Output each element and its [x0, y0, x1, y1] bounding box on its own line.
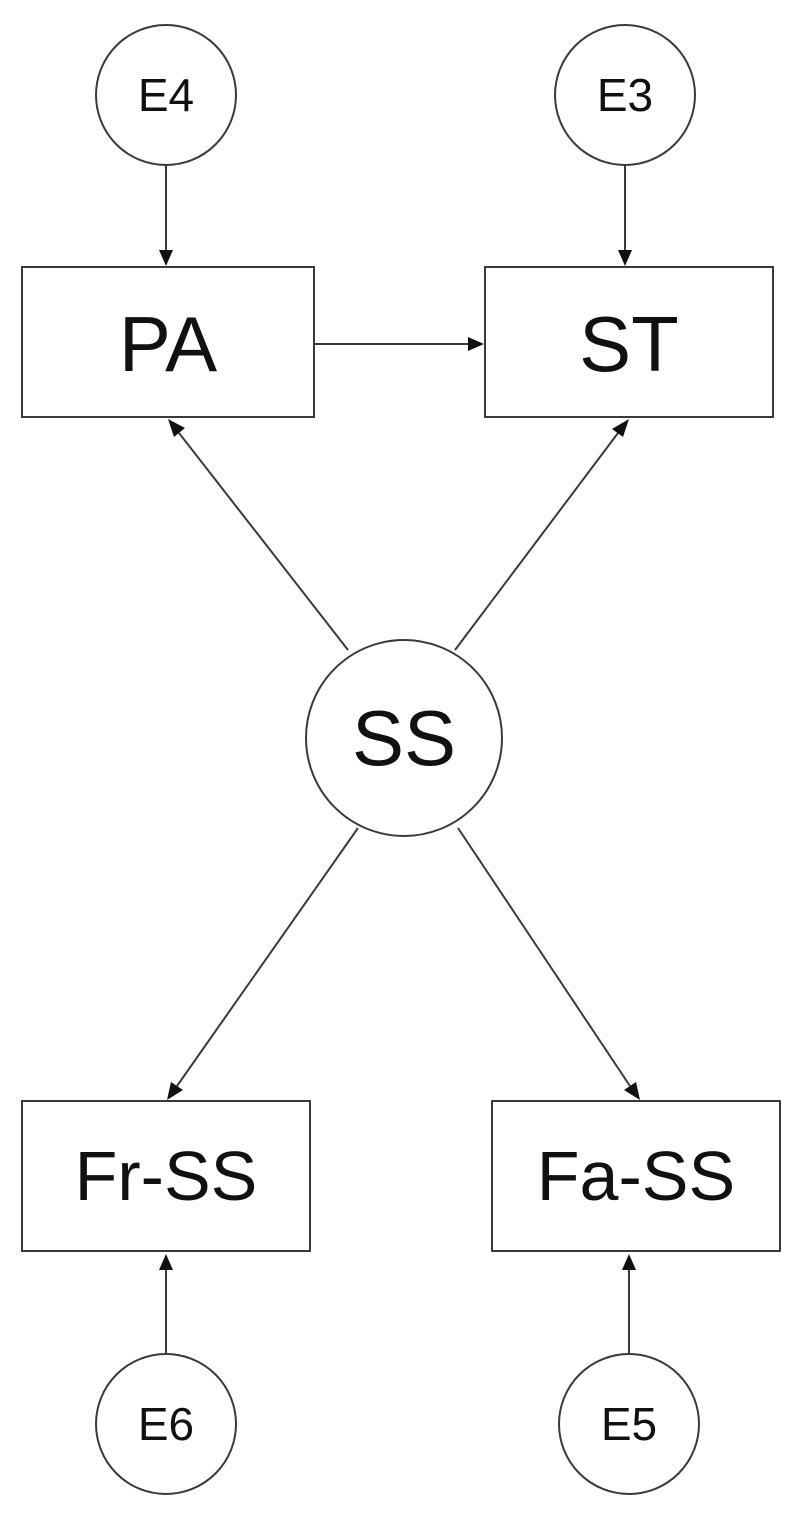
- arrowhead-ss-to-fass: [624, 1082, 640, 1100]
- edge-ss-to-fass: [457, 827, 631, 1087]
- node-e4: E4: [95, 24, 237, 166]
- arrowhead-e6-to-frss: [159, 1254, 173, 1270]
- node-frss: Fr-SS: [21, 1100, 311, 1252]
- edge-ss-to-pa: [178, 432, 349, 651]
- arrowhead-ss-to-pa: [168, 419, 185, 437]
- node-ss: SS: [305, 639, 503, 837]
- nodes-group: E4 E3 PA ST SS Fr-SS Fa-SS: [21, 24, 781, 1495]
- edges-group: [159, 165, 640, 1355]
- node-e3: E3: [554, 24, 696, 166]
- node-e6: E6: [95, 1353, 237, 1495]
- edge-ss-to-frss: [176, 827, 359, 1087]
- arrowhead-e5-to-fass: [622, 1254, 636, 1270]
- arrowhead-e3-to-st: [618, 250, 632, 266]
- node-ss-label: SS: [352, 694, 456, 782]
- edge-ss-to-st: [454, 432, 619, 651]
- arrowhead-e4-to-pa: [159, 250, 173, 266]
- node-fass: Fa-SS: [491, 1100, 781, 1252]
- node-pa-label: PA: [119, 300, 217, 388]
- node-st-label: ST: [579, 300, 679, 388]
- node-st: ST: [484, 266, 774, 418]
- arrowhead-ss-to-st: [612, 419, 629, 437]
- node-e3-label: E3: [597, 69, 653, 121]
- node-pa: PA: [21, 266, 315, 418]
- node-e4-label: E4: [138, 69, 194, 121]
- arrowhead-ss-to-frss: [167, 1082, 183, 1100]
- node-e5-label: E5: [601, 1398, 657, 1450]
- node-fass-label: Fa-SS: [537, 1137, 735, 1215]
- arrowhead-pa-to-st: [468, 337, 484, 351]
- node-e6-label: E6: [138, 1398, 194, 1450]
- node-e5: E5: [558, 1353, 700, 1495]
- node-frss-label: Fr-SS: [75, 1137, 258, 1215]
